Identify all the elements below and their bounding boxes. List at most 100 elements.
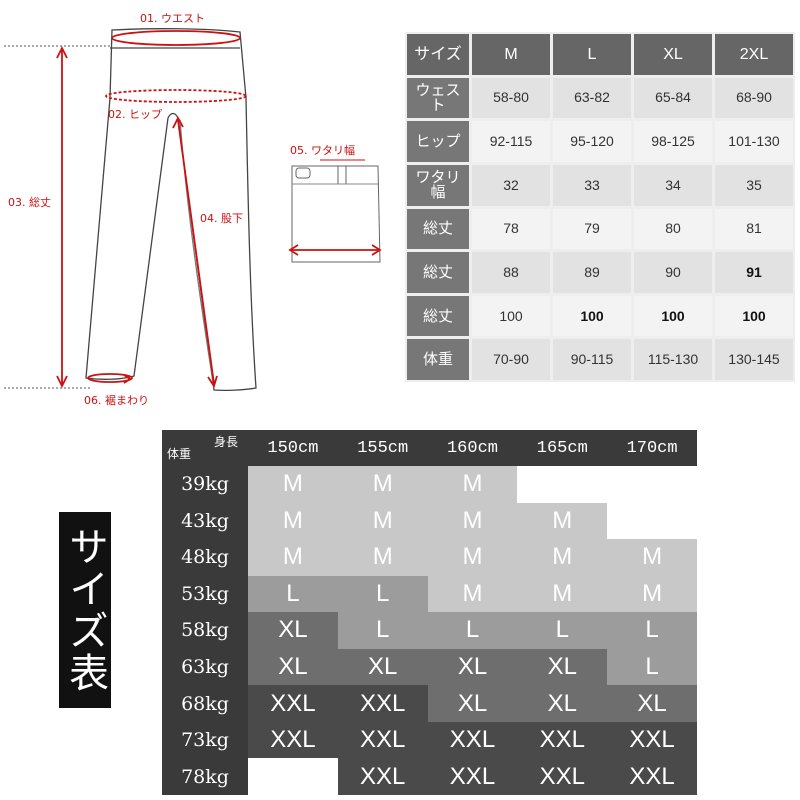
size-table-cell: 35	[715, 164, 793, 206]
size-recommendation-cell: M	[248, 466, 338, 503]
size-recommendation-cell: M	[337, 466, 428, 503]
size-table-cell: 68-90	[715, 77, 793, 119]
size-recommendation-cell: L	[337, 575, 428, 613]
waist-label: 01. ウエスト	[140, 12, 205, 25]
thigh-label: 05. ワタリ幅	[290, 144, 355, 157]
hip-label: 02. ヒップ	[108, 108, 162, 121]
size-table-header: XL	[634, 34, 712, 75]
size-table-cell: 100	[472, 295, 550, 337]
size-table-cell: 32	[472, 164, 550, 206]
size-table-cell: 89	[553, 252, 631, 293]
weight-row-label: 39kg	[162, 466, 248, 503]
height-header: 150cm	[248, 430, 338, 466]
height-header: 160cm	[427, 430, 518, 466]
size-table-header: L	[553, 34, 631, 75]
size-recommendation-cell: M	[427, 466, 518, 503]
size-recommendation-cell: XL	[517, 648, 608, 686]
weight-row-label: 73kg	[162, 721, 248, 759]
size-recommendation-cell: M	[248, 502, 338, 540]
height-header: 165cm	[517, 430, 608, 466]
weight-row-label: 78kg	[162, 758, 248, 795]
size-recommendation-cell: XL	[607, 685, 697, 722]
size-recommendation-cell: M	[607, 539, 697, 576]
size-recommendation-cell	[607, 466, 697, 503]
size-table-row-label: 総丈	[407, 295, 469, 337]
size-recommendation-cell: M	[427, 502, 518, 540]
size-table-header: 2XL	[715, 34, 793, 75]
size-recommendation-cell: XL	[427, 648, 518, 686]
size-recommendation-cell: XXL	[517, 758, 608, 795]
hw-table-corner: 身長体重	[162, 430, 248, 466]
size-recommendation-cell: XXL	[337, 685, 428, 722]
length-label: 03. 総丈	[8, 195, 51, 209]
size-recommendation-cell: XL	[337, 648, 428, 686]
weight-row-label: 53kg	[162, 575, 248, 613]
size-table-cell: 90	[634, 252, 712, 293]
size-table-cell: 100	[715, 295, 793, 337]
size-recommendation-cell: M	[337, 539, 428, 576]
size-recommendation-cell: XXL	[248, 721, 338, 759]
size-table-cell: 100	[553, 295, 631, 337]
thigh-inset	[288, 159, 382, 263]
size-table-row-label: ワタリ幅	[407, 164, 469, 206]
size-recommendation-cell: XXL	[248, 685, 338, 722]
weight-row-label: 68kg	[162, 685, 248, 722]
size-recommendation-cell: XXL	[427, 721, 518, 759]
size-table-cell: 65-84	[634, 77, 712, 119]
size-recommendation-cell: L	[427, 612, 518, 649]
size-recommendation-cell: XL	[248, 612, 338, 649]
size-recommendation-cell: XXL	[607, 758, 697, 795]
size-chart-title: サイズ表	[59, 512, 111, 708]
size-recommendation-cell: XXL	[337, 758, 428, 795]
size-table-row-label: 総丈	[407, 208, 469, 250]
size-table-cell: 115-130	[634, 339, 712, 380]
size-recommendation-cell	[607, 502, 697, 540]
weight-row-label: 48kg	[162, 539, 248, 576]
pants-outline	[85, 28, 257, 392]
size-recommendation-cell: XXL	[427, 758, 518, 795]
corner-height-label: 身長	[213, 435, 238, 449]
size-table-cell: 95-120	[553, 121, 631, 162]
size-table-cell: 58-80	[472, 77, 550, 119]
size-table-row-label: ウェスト	[407, 77, 469, 119]
size-recommendation-cell: L	[248, 575, 338, 613]
size-recommendation-cell: L	[607, 612, 697, 649]
size-table-cell: 88	[472, 252, 550, 293]
size-recommendation-cell: L	[607, 648, 697, 686]
size-recommendation-cell: M	[248, 539, 338, 576]
size-recommendation-cell: XXL	[607, 721, 697, 759]
size-table-cell: 63-82	[553, 77, 631, 119]
size-table-cell: 33	[553, 164, 631, 206]
size-table-cell: 101-130	[715, 121, 793, 162]
size-recommendation-cell: L	[337, 612, 428, 649]
corner-weight-label: 体重	[167, 447, 192, 461]
size-table-cell: 91	[715, 252, 793, 293]
size-recommendation-cell	[248, 758, 338, 795]
size-table-header: M	[472, 34, 550, 75]
size-recommendation-cell: M	[517, 539, 608, 576]
size-recommendation-cell: M	[517, 502, 608, 540]
size-recommendation-cell: M	[607, 575, 697, 613]
measurement-marks	[56, 30, 247, 389]
size-recommendation-cell: L	[517, 612, 608, 649]
size-table-row-label: ヒップ	[407, 121, 469, 162]
size-recommendation-cell: M	[337, 502, 428, 540]
height-header: 170cm	[607, 430, 697, 466]
length-guides	[4, 45, 112, 389]
size-recommendation-cell: M	[427, 539, 518, 576]
size-recommendation-cell: XL	[517, 685, 608, 722]
size-recommendation-cell	[517, 466, 608, 503]
pants-size-diagram: 01. ウエスト 02. ヒップ 03. 総丈 04. 股下 05. ワタリ幅 …	[4, 12, 382, 407]
size-table-row-label: 総丈	[407, 252, 469, 293]
size-table-cell: 70-90	[472, 339, 550, 380]
size-table-cell: 81	[715, 208, 793, 250]
hem-label: 06. 裾まわり	[84, 393, 149, 407]
size-recommendation-cell: XXL	[337, 721, 428, 759]
height-header: 155cm	[337, 430, 428, 466]
size-table-cell: 98-125	[634, 121, 712, 162]
size-table-cell: 78	[472, 208, 550, 250]
size-table-cell: 79	[553, 208, 631, 250]
size-table-cell: 80	[634, 208, 712, 250]
weight-row-label: 63kg	[162, 648, 248, 686]
